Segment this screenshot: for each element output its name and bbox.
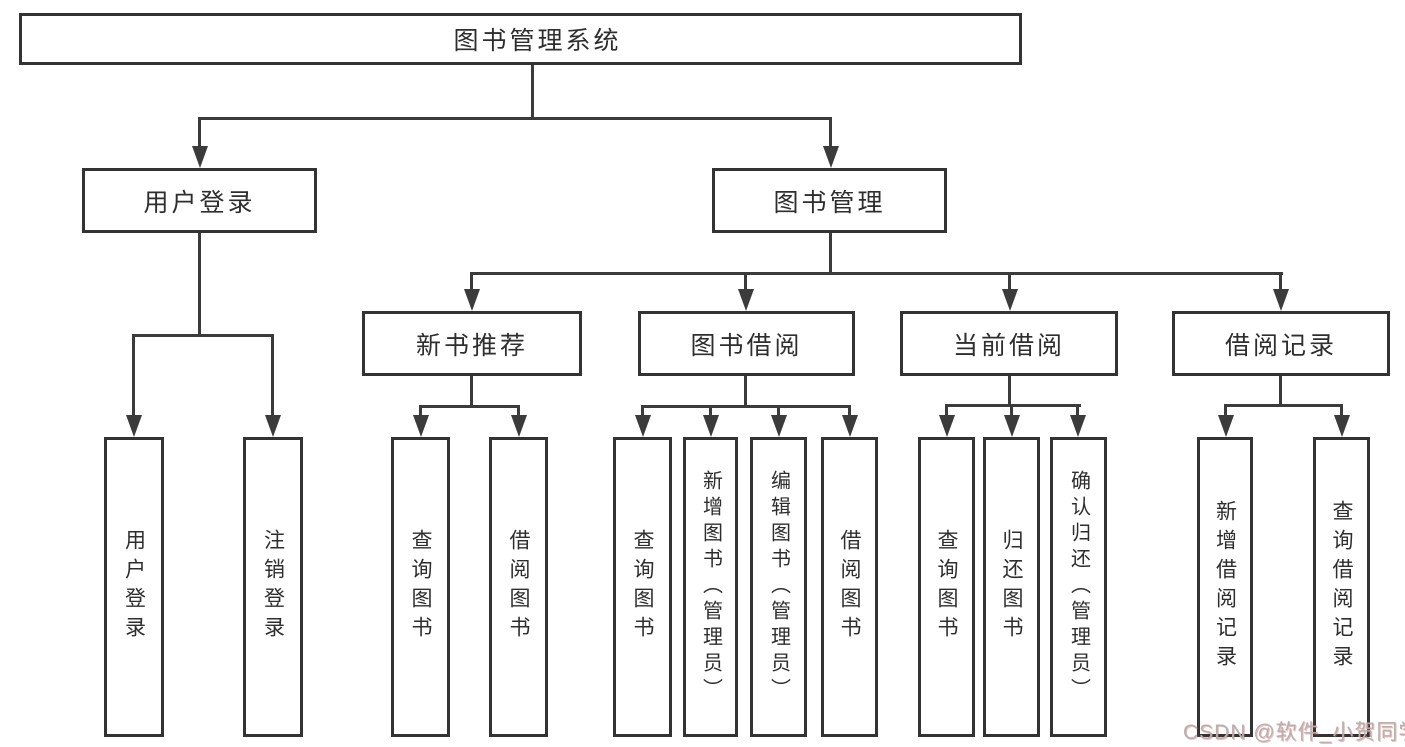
arrow-down-icon	[264, 415, 281, 437]
leaf-add-books-admin: 新增图书（管理员）	[683, 437, 738, 737]
connector-line	[777, 405, 780, 418]
connector-line	[1076, 404, 1079, 418]
arrow-down-icon	[510, 415, 527, 437]
node-label: 借阅图书	[507, 529, 530, 645]
node-current-borrowing: 当前借阅	[900, 311, 1118, 376]
connector-line	[419, 405, 520, 408]
connector-line	[829, 117, 832, 149]
node-label: 查询图书	[935, 529, 958, 645]
arrow-down-icon	[634, 415, 651, 437]
connector-line	[470, 376, 473, 407]
arrow-down-icon	[1333, 415, 1350, 437]
leaf-return-books: 归还图书	[983, 437, 1040, 737]
arrow-down-icon	[770, 415, 787, 437]
connector-line	[1340, 404, 1343, 418]
connector-line	[744, 376, 747, 407]
leaf-add-borrow-record: 新增借阅记录	[1197, 437, 1253, 737]
connector-line	[641, 405, 644, 418]
node-library-system: 图书管理系统	[19, 13, 1022, 65]
connector-line	[945, 404, 948, 418]
arrow-down-icon	[1003, 415, 1020, 437]
arrow-down-icon	[191, 146, 208, 168]
connector-line	[1008, 376, 1011, 406]
connector-line	[470, 272, 1283, 275]
connector-line	[198, 117, 832, 120]
arrow-down-icon	[938, 415, 955, 437]
leaf-confirm-return-admin: 确认归还（管理员）	[1050, 437, 1107, 737]
node-label: 借阅图书	[838, 529, 861, 645]
connector-line	[829, 233, 832, 275]
node-label: 新增借阅记录	[1213, 500, 1237, 674]
node-book-borrowing: 图书借阅	[638, 311, 855, 376]
connector-line	[1224, 404, 1227, 418]
node-label: 确认归还（管理员）	[1067, 470, 1090, 704]
node-label: 查询图书	[631, 529, 654, 645]
leaf-edit-books-admin: 编辑图书（管理员）	[750, 437, 807, 737]
leaf-query-books-borrowing: 查询图书	[613, 437, 672, 737]
connector-line	[271, 334, 274, 416]
node-label: 注销登录	[261, 529, 285, 645]
connector-line	[1008, 272, 1011, 291]
arrow-down-icon	[841, 415, 858, 437]
csdn-watermark: CSDN @软件_小贺同学	[1183, 721, 1405, 744]
connector-line	[470, 272, 473, 291]
leaf-query-books-recommend: 查询图书	[391, 437, 450, 737]
connector-line	[848, 405, 851, 418]
connector-line	[1279, 272, 1282, 291]
arrow-down-icon	[463, 289, 480, 311]
leaf-query-borrow-record: 查询借阅记录	[1313, 437, 1370, 737]
connector-line	[1010, 404, 1013, 418]
node-label: 新增图书（管理员）	[699, 470, 722, 704]
node-label: 查询借阅记录	[1330, 500, 1353, 674]
arrow-down-icon	[1217, 415, 1234, 437]
arrow-down-icon	[822, 146, 839, 168]
connector-line	[1224, 404, 1343, 407]
connector-line	[945, 404, 1081, 407]
node-borrow-records: 借阅记录	[1172, 311, 1390, 376]
arrow-down-icon	[737, 289, 754, 311]
arrow-down-icon	[702, 415, 719, 437]
node-book-management: 图书管理	[712, 168, 947, 233]
leaf-user-login: 用户登录	[104, 437, 164, 737]
node-label: 图书管理系统	[453, 27, 622, 55]
leaf-borrow-books-borrowing: 借阅图书	[821, 437, 878, 737]
connector-line	[641, 405, 851, 408]
node-label: 用户登录	[122, 529, 146, 645]
node-label: 图书借阅	[690, 331, 803, 360]
connector-line	[198, 117, 201, 149]
leaf-query-books-current: 查询图书	[918, 437, 975, 737]
arrow-down-icon	[412, 415, 429, 437]
connector-line	[531, 65, 534, 120]
arrow-down-icon	[125, 415, 142, 437]
arrow-down-icon	[1272, 289, 1289, 311]
node-label: 新书推荐	[415, 331, 528, 360]
leaf-logout: 注销登录	[243, 437, 303, 737]
connector-line	[517, 405, 520, 418]
connector-line	[1279, 376, 1282, 406]
node-label: 当前借阅	[952, 331, 1065, 360]
node-label: 图书管理	[773, 188, 886, 217]
node-label: 借阅记录	[1224, 331, 1337, 360]
connector-line	[709, 405, 712, 418]
connector-line	[419, 405, 422, 418]
node-label: 查询图书	[409, 529, 432, 645]
leaf-borrow-books-recommend: 借阅图书	[489, 437, 548, 737]
connector-line	[198, 233, 201, 337]
node-label: 归还图书	[1000, 529, 1023, 645]
node-user-login: 用户登录	[82, 168, 317, 233]
arrow-down-icon	[1001, 289, 1018, 311]
connector-line	[132, 334, 135, 416]
node-label: 用户登录	[143, 188, 256, 217]
arrow-down-icon	[1069, 415, 1086, 437]
node-label: 编辑图书（管理员）	[767, 470, 790, 704]
connector-line	[744, 272, 747, 291]
node-new-book-recommend: 新书推荐	[362, 311, 582, 376]
connector-line	[132, 334, 274, 337]
